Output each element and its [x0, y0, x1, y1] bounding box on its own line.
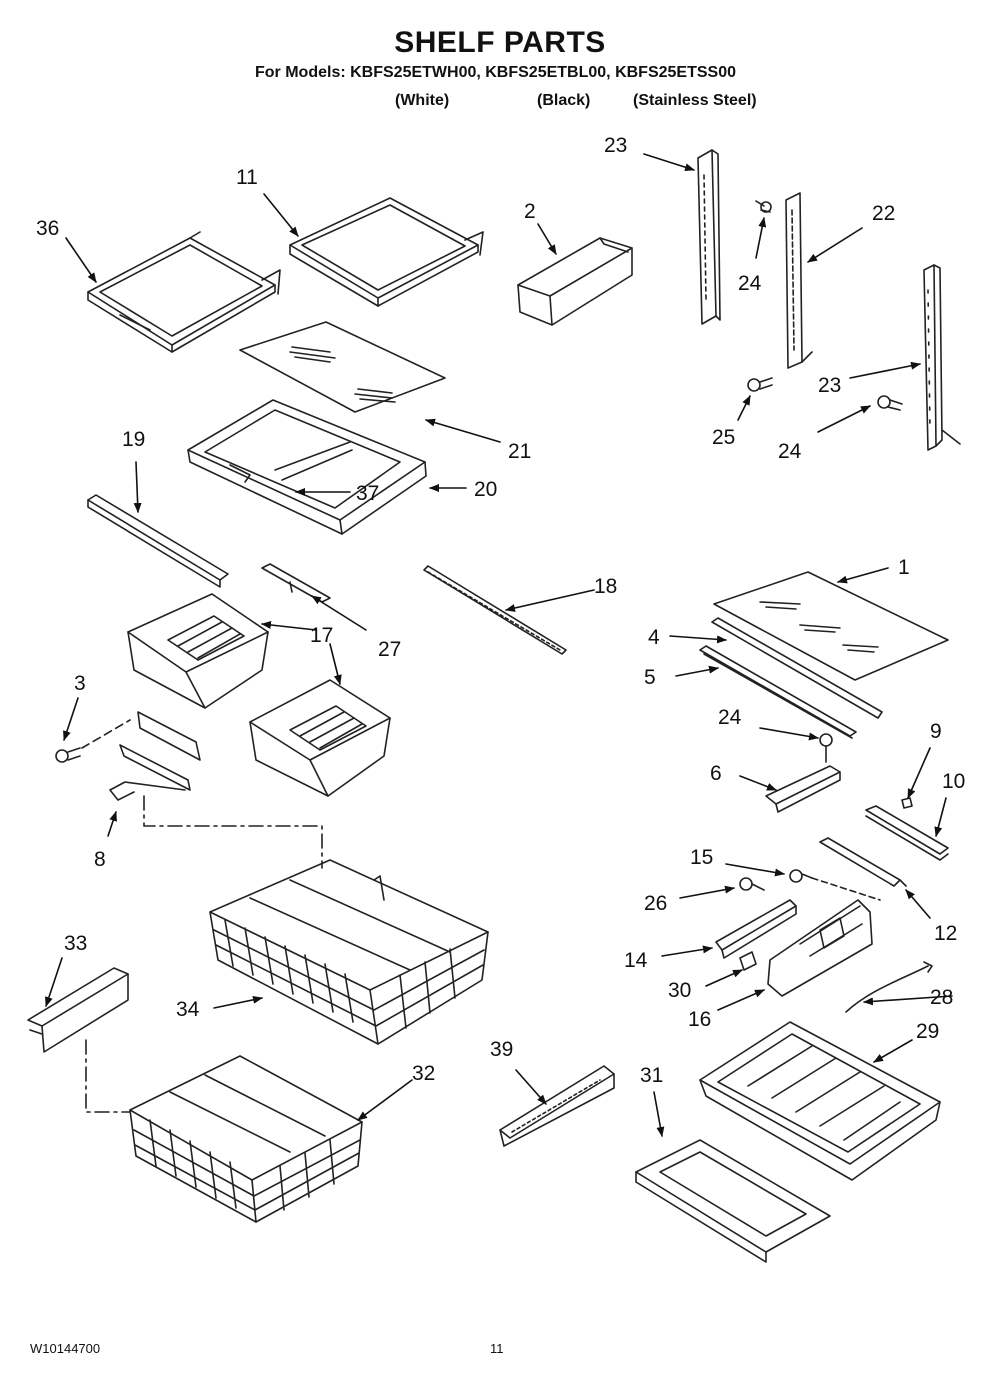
part-17-crisper-right: [249, 679, 391, 797]
part-3-screw: [55, 719, 131, 763]
part-33-handle: [27, 967, 131, 1113]
part-31-cover: [635, 1139, 831, 1263]
callout-24c: 24: [718, 706, 742, 729]
callout-4: 4: [648, 626, 660, 649]
part-12-rail: [819, 837, 907, 887]
part-17-crisper-left: [127, 593, 269, 709]
callout-labels: 36 11 2 23 24 22 23 25 24 21 19 37 20 18…: [36, 134, 965, 1087]
callout-2: 2: [524, 200, 536, 223]
part-14-slide: [715, 899, 797, 959]
part-24-screw-bracket: [819, 733, 833, 763]
callout-1: 1: [898, 556, 910, 579]
part-15-screw: [789, 869, 881, 901]
callout-18: 18: [594, 575, 617, 598]
callout-6: 6: [710, 762, 722, 785]
part-21-glass-shelf: [239, 321, 446, 413]
part-1-glass-shelf: [713, 571, 949, 681]
callout-37: 37: [356, 482, 379, 505]
part-19-trim-strip: [87, 494, 229, 588]
callout-21: 21: [508, 440, 531, 463]
part-30-clip: [739, 951, 757, 971]
part-10-rail: [865, 805, 949, 861]
part-27-divider: [261, 563, 331, 603]
variant-white: (White): [395, 92, 450, 109]
callout-32: 32: [412, 1062, 435, 1085]
callout-15: 15: [690, 846, 713, 869]
part-2-door-bin: [517, 237, 633, 326]
callout-25: 25: [712, 426, 735, 449]
callout-27: 27: [378, 638, 401, 661]
callout-8: 8: [94, 848, 106, 871]
callout-23b: 23: [818, 374, 841, 397]
variant-stainless: (Stainless Steel): [633, 92, 757, 109]
variant-black: (Black): [537, 92, 591, 109]
part-26-screw: [739, 877, 765, 891]
part-6-bracket: [765, 765, 841, 813]
callout-22: 22: [872, 202, 895, 225]
part-25-screw: [747, 377, 773, 392]
callout-28: 28: [930, 986, 953, 1009]
callout-24b: 24: [778, 440, 802, 463]
part-29-tray: [699, 1021, 941, 1181]
part-32-wire-basket: [129, 1055, 363, 1223]
callout-31: 31: [640, 1064, 663, 1087]
callout-10: 10: [942, 770, 965, 793]
callout-14: 14: [624, 949, 648, 972]
part-39-deflector: [499, 1065, 615, 1147]
part-22-rail-center: [785, 192, 813, 369]
callout-33: 33: [64, 932, 87, 955]
part-34-wire-basket: [209, 859, 489, 1045]
callout-23: 23: [604, 134, 627, 157]
page-title: SHELF PARTS: [394, 26, 606, 59]
callout-26: 26: [644, 892, 667, 915]
callout-5: 5: [644, 666, 656, 689]
part-24-screw-top: [755, 200, 772, 213]
part-23-rail-left: [697, 149, 721, 325]
callout-36: 36: [36, 217, 59, 240]
callout-11: 11: [236, 166, 258, 189]
callout-9: 9: [930, 720, 942, 743]
callout-17: 17: [310, 624, 333, 647]
part-8-bracket: [109, 711, 323, 869]
part-23-rail-right: [923, 264, 961, 451]
part-5-trim: [699, 645, 857, 739]
part-16-housing: [767, 899, 873, 997]
part-4-trim: [711, 617, 883, 719]
part-20-crisper-cover-frame: [187, 399, 427, 535]
callout-24: 24: [738, 272, 762, 295]
page-number: 11: [490, 1341, 504, 1356]
part-28-wire: [845, 961, 933, 1013]
callout-34: 34: [176, 998, 200, 1021]
part-36-shelf-frame: [87, 231, 281, 353]
leader-lines: [45, 153, 953, 1137]
callout-16: 16: [688, 1008, 711, 1031]
callout-12: 12: [934, 922, 957, 945]
part-11-shelf-frame: [289, 197, 484, 307]
document-number: W10144700: [30, 1341, 101, 1356]
part-18-rod: [423, 565, 567, 655]
model-list: For Models: KBFS25ETWH00, KBFS25ETBL00, …: [255, 64, 736, 81]
callout-3: 3: [74, 672, 86, 695]
callout-30: 30: [668, 979, 691, 1002]
part-24-screw-right: [877, 395, 903, 411]
callout-20: 20: [474, 478, 497, 501]
part-9-clip: [901, 797, 913, 809]
callout-29: 29: [916, 1020, 939, 1043]
callout-39: 39: [490, 1038, 513, 1061]
callout-19: 19: [122, 428, 145, 451]
